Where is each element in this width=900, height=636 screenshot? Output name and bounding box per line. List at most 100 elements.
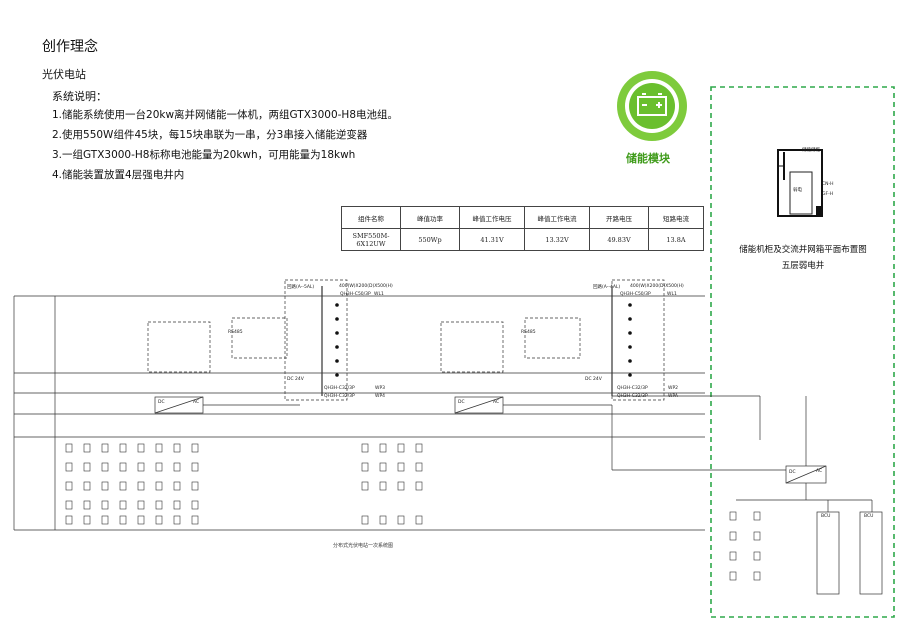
pv-module — [65, 462, 73, 472]
pv-module — [379, 443, 387, 453]
storage-module-badge — [617, 71, 687, 141]
pv-module — [729, 511, 737, 521]
system-heading: 系统说明： — [52, 90, 107, 103]
line-label: WL1 — [374, 292, 384, 297]
inverter-dc-label: DC — [158, 400, 165, 405]
pv-module — [173, 515, 181, 525]
pv-module — [101, 481, 109, 491]
line-label: WP4 — [375, 394, 386, 399]
pv-module — [65, 515, 73, 525]
spec-cell: 49.83V — [589, 228, 649, 251]
pv-module — [361, 443, 369, 453]
line-label: WPA — [668, 394, 678, 399]
plan-room-label: 储能储柜 — [802, 148, 820, 153]
pv-module — [173, 443, 181, 453]
description-line: 1.储能系统使用一台20kw离并网储能一体机，两组GTX3000-H8电池组。 — [52, 109, 399, 121]
inverter-dc-label: DC — [458, 400, 465, 405]
pv-module — [83, 443, 91, 453]
busbar-dot — [335, 373, 339, 377]
pv-module — [753, 571, 761, 581]
pv-module — [191, 500, 199, 510]
pv-module — [101, 443, 109, 453]
pv-module — [137, 481, 145, 491]
pv-module — [415, 462, 423, 472]
plan-floor-label: 五层弱电井 — [781, 261, 825, 271]
busbar-dot — [628, 317, 632, 321]
pv-module — [83, 481, 91, 491]
pv-module — [65, 500, 73, 510]
inverter-dc-label: DC — [789, 470, 796, 475]
bcu-label: BCU — [864, 514, 874, 519]
pv-module — [753, 551, 761, 561]
busbar-dot — [628, 345, 632, 349]
inverter-ac-label: AC — [816, 469, 823, 474]
module-spec-table: 组件名称 峰值功率 峰值工作电压 峰值工作电流 开路电压 短路电流 SMF550… — [341, 206, 704, 251]
line-label: WP2 — [668, 386, 679, 391]
pv-module — [173, 500, 181, 510]
pv-module — [397, 481, 405, 491]
busbar-dot — [628, 359, 632, 363]
pv-module — [415, 515, 423, 525]
pv-module — [397, 515, 405, 525]
pv-module — [65, 443, 73, 453]
plan-title: 储能机柜及交流并网箱平面布置图 — [739, 245, 867, 255]
breaker-label: QH3H-C32/3P — [617, 386, 648, 391]
pv-module — [397, 462, 405, 472]
pv-module — [119, 462, 127, 472]
pv-module — [155, 443, 163, 453]
pv-module — [361, 515, 369, 525]
feed-label: 回路(A--4AL) — [593, 285, 621, 290]
page-subtitle: 光伏电站 — [42, 68, 86, 81]
pv-module — [173, 481, 181, 491]
busbar-dot — [628, 303, 632, 307]
spec-cell: 13.8A — [648, 228, 704, 251]
pv-module — [101, 500, 109, 510]
pv-module — [729, 531, 737, 541]
description-line: 4.储能装置放置4层强电井内 — [52, 169, 185, 181]
pv-module — [137, 443, 145, 453]
dc-label: DC 24V — [585, 377, 602, 382]
pv-module — [65, 481, 73, 491]
feed-label: 回路(A--5AL) — [287, 285, 315, 290]
spec-cell: 550Wp — [400, 228, 460, 251]
pv-module — [137, 515, 145, 525]
rs485-label: RS485 — [521, 330, 536, 335]
line-label: WP3 — [375, 386, 386, 391]
pv-module — [155, 515, 163, 525]
pv-module — [753, 511, 761, 521]
pv-module — [415, 443, 423, 453]
pv-module — [397, 443, 405, 453]
floor-plan — [777, 149, 823, 217]
pv-module — [379, 515, 387, 525]
pv-module — [101, 515, 109, 525]
pv-module — [361, 481, 369, 491]
pv-module — [379, 462, 387, 472]
busbar-dot — [628, 373, 632, 377]
diagram-caption: 分布式光伏电站一次系统图 — [333, 543, 394, 549]
busbar-dot — [335, 303, 339, 307]
pv-module — [191, 481, 199, 491]
box-dimension-label: 400(W)X200(D)X500(H) — [630, 284, 684, 289]
rs485-label: RS485 — [228, 330, 243, 335]
description-line: 2.使用550W组件45块，每15块串联为一串，分3串接入储能逆变器 — [52, 129, 368, 141]
pv-module — [729, 551, 737, 561]
pv-module — [83, 462, 91, 472]
pv-module — [137, 462, 145, 472]
pv-module — [729, 571, 737, 581]
pv-module — [361, 462, 369, 472]
bcu-label: BCU — [821, 514, 831, 519]
pv-module — [155, 500, 163, 510]
pv-module — [101, 462, 109, 472]
description-line: 3.一组GTX3000-H8标称电池能量为20kwh，可用能量为18kwh — [52, 149, 356, 161]
pv-module — [83, 515, 91, 525]
pv-module — [119, 515, 127, 525]
pv-module — [155, 481, 163, 491]
pv-module — [137, 500, 145, 510]
inverter-ac-label: AC — [493, 400, 500, 405]
busbar-dot — [628, 331, 632, 335]
breaker-label: QH3H-C32/3P — [617, 394, 648, 399]
busbar-dot — [335, 359, 339, 363]
battery-icon — [637, 93, 667, 116]
breaker-label: QH3H-C32/3P — [324, 386, 355, 391]
